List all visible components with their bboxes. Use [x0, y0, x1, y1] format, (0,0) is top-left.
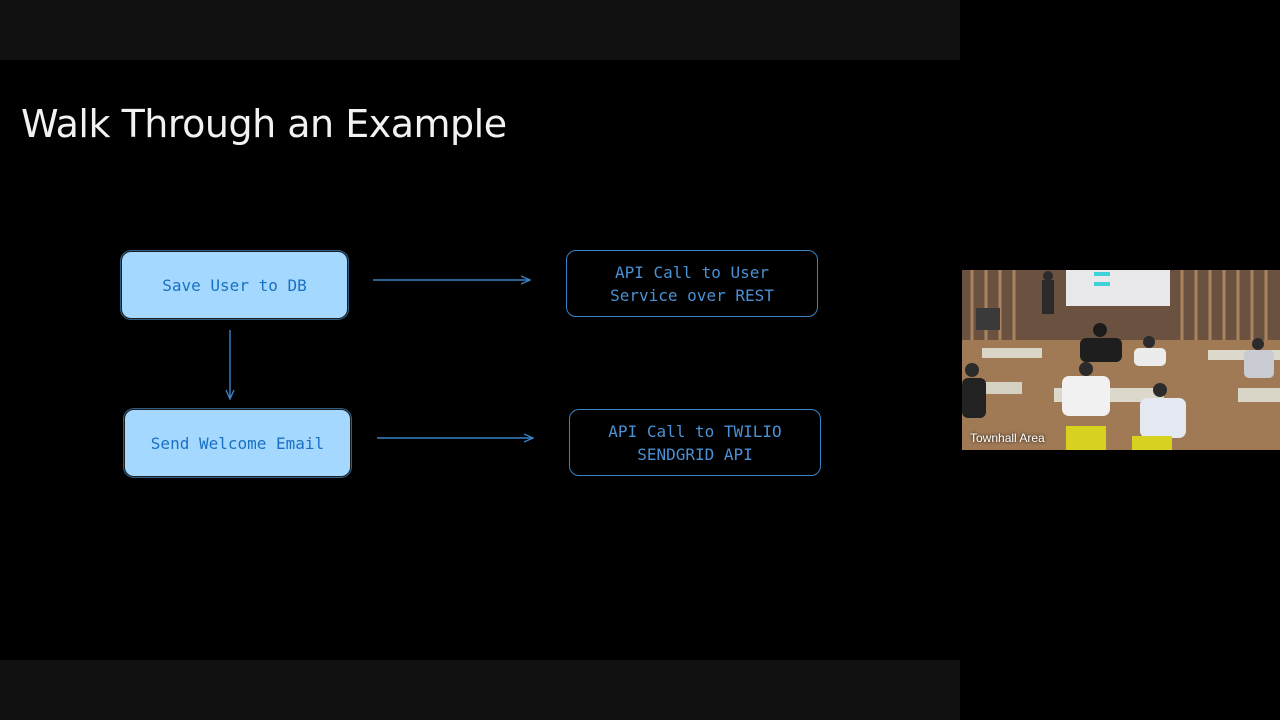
bottom-letterbox [0, 660, 960, 720]
node-send-welcome-email: Send Welcome Email [124, 409, 351, 477]
participant-video-tile[interactable]: Townhall Area [962, 270, 1280, 450]
node-sendgrid-api-call: API Call to TWILIO SENDGRID API [569, 409, 821, 476]
flow-arrows [0, 60, 960, 660]
node-save-user-to-db: Save User to DB [121, 251, 348, 319]
participant-name: Townhall Area [970, 431, 1045, 445]
shared-slide: Walk Through an Example Save User to DB … [0, 60, 960, 660]
video-frame-image [962, 270, 1280, 450]
slide-title: Walk Through an Example [21, 102, 507, 146]
node-user-service-api-call: API Call to User Service over REST [566, 250, 818, 317]
top-letterbox [0, 0, 960, 60]
